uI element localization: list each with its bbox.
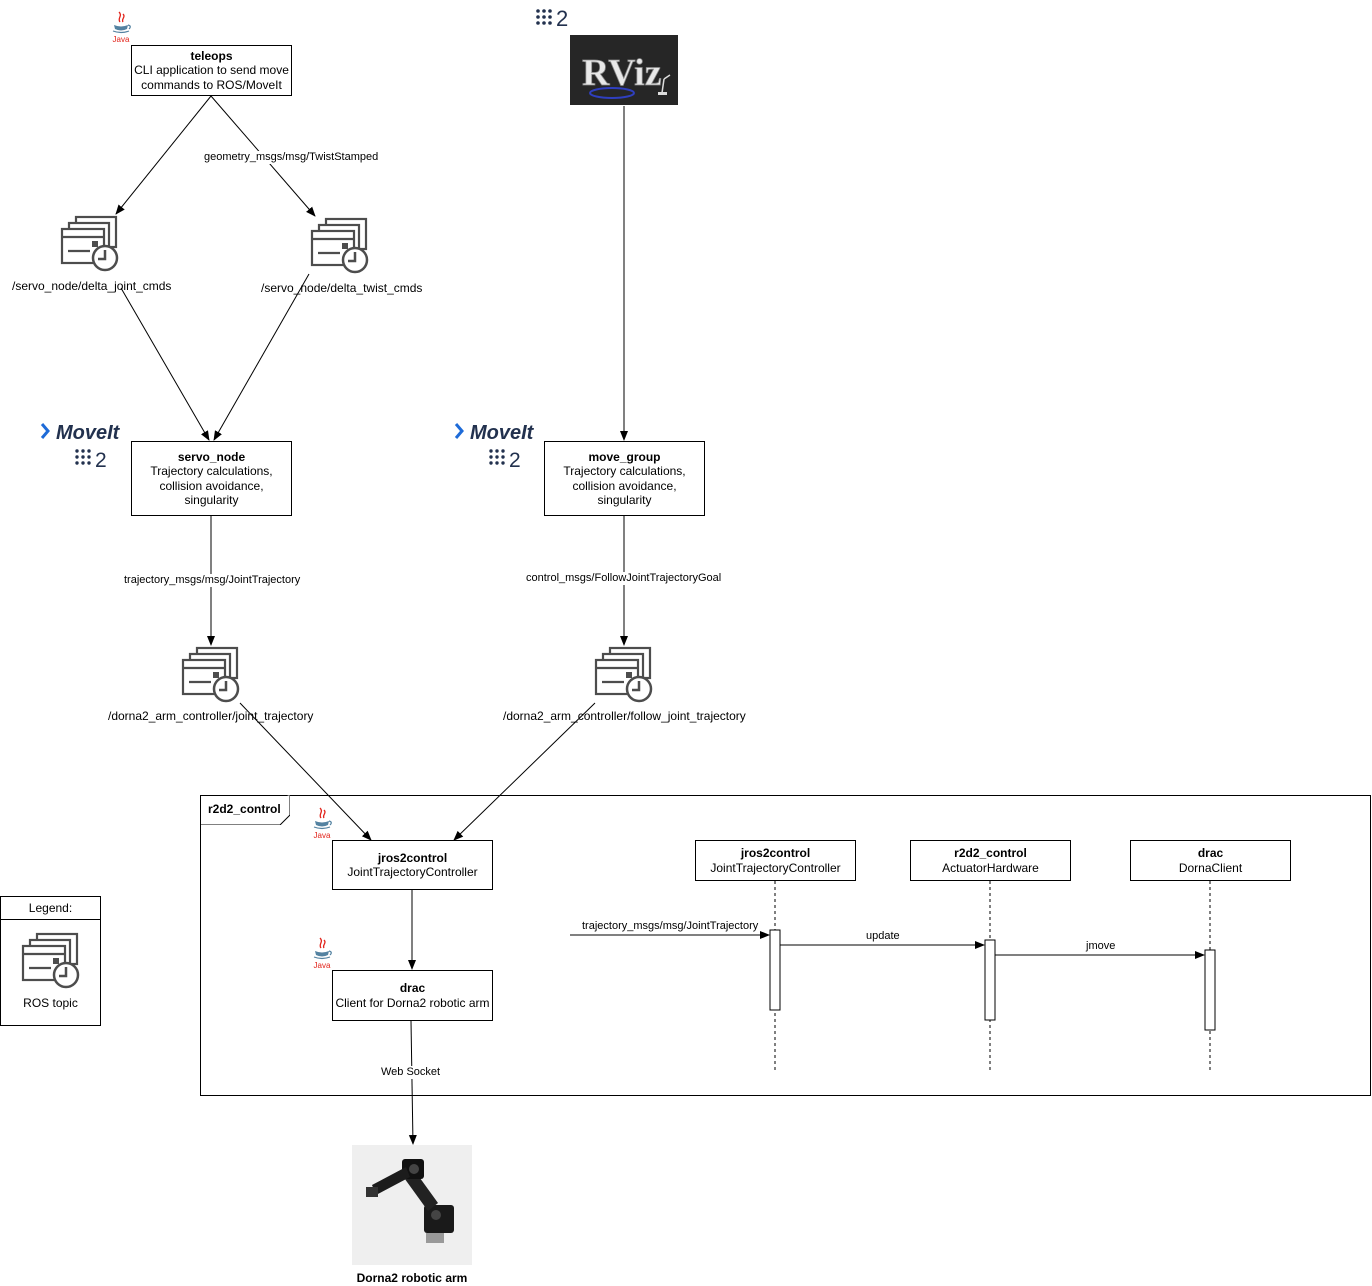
svg-text:MoveIt: MoveIt xyxy=(56,422,121,444)
frame-title: r2d2_control xyxy=(208,802,281,816)
svg-text:Java: Java xyxy=(314,961,331,970)
servo-node-desc-1: Trajectory calculations, xyxy=(150,464,273,478)
servo-node-desc-2: collision avoidance, xyxy=(159,478,264,493)
ros-topic-icon[interactable] xyxy=(60,214,120,272)
teleops-title: teleops xyxy=(190,48,233,63)
frame-tab xyxy=(200,795,290,825)
seq-participant-title: drac xyxy=(1197,846,1224,860)
teleops-desc-1: CLI application to send move xyxy=(134,63,289,78)
svg-text:MoveIt: MoveIt xyxy=(470,422,535,444)
ros-topic-icon[interactable] xyxy=(594,645,654,703)
edge-label-servo-traj: trajectory_msgs/msg/JointTrajectory xyxy=(124,574,301,587)
move-group-desc-2: collision avoidance, xyxy=(572,478,677,493)
java-logo-icon: Java xyxy=(113,11,131,44)
seq-participant-title: jros2control xyxy=(740,846,811,860)
servo-node[interactable]: servo_node Trajectory calculations, coll… xyxy=(131,441,292,516)
teleops-desc-2: commands to ROS/MoveIt xyxy=(141,77,282,92)
svg-text:2: 2 xyxy=(556,6,568,30)
seq-msg-jmove-label: jmove xyxy=(1086,940,1116,953)
drac-title: drac xyxy=(399,981,426,995)
activation-2 xyxy=(984,939,996,1021)
edge-label-twist: geometry_msgs/msg/TwistStamped xyxy=(204,151,379,164)
svg-text:2: 2 xyxy=(95,449,107,470)
r2d2-control-frame xyxy=(200,795,1371,1096)
edge-teleops-delta-joint xyxy=(115,95,212,215)
edge-follow-jros xyxy=(453,702,596,841)
ros-topic-icon[interactable] xyxy=(181,645,241,703)
java-logo-icon: Java xyxy=(314,807,332,840)
move-group-node[interactable]: move_group Trajectory calculations, coll… xyxy=(544,441,705,516)
seq-participant-jros2control[interactable]: jros2control JointTrajectoryController xyxy=(695,840,856,881)
move-group-desc-1: Trajectory calculations, xyxy=(563,464,686,478)
seq-participant-desc: DornaClient xyxy=(1178,860,1243,875)
svg-text:Java: Java xyxy=(113,35,130,44)
drac-node[interactable]: drac Client for Dorna2 robotic arm xyxy=(332,970,493,1021)
jros2control-node[interactable]: jros2control JointTrajectoryController xyxy=(332,840,493,890)
activation-1 xyxy=(769,929,781,1011)
moveit-logo-icon: MoveIt 2 xyxy=(40,422,121,470)
svg-text:2: 2 xyxy=(509,449,521,470)
seq-participant-r2d2-control[interactable]: r2d2_control ActuatorHardware xyxy=(910,840,1071,881)
ros2-logo-icon: 2 xyxy=(536,6,568,30)
rviz-logo-icon[interactable]: RViz xyxy=(570,35,678,105)
legend-item-label: ROS topic xyxy=(23,996,78,1010)
seq-participant-drac[interactable]: drac DornaClient xyxy=(1130,840,1291,881)
topic-delta-joint: /servo_node/delta_joint_cmds xyxy=(12,279,172,293)
edge-delta-joint-servo xyxy=(120,287,210,441)
legend-title: Legend: xyxy=(1,897,100,920)
seq-participant-desc: ActuatorHardware xyxy=(942,860,1039,875)
servo-node-desc-3: singularity xyxy=(184,493,239,507)
seq-msg-incoming-label: trajectory_msgs/msg/JointTrajectory xyxy=(582,920,759,933)
edge-joint-trajectory-jros xyxy=(239,702,372,841)
topic-follow-joint-trajectory: /dorna2_arm_controller/follow_joint_traj… xyxy=(503,709,746,723)
ros-topic-icon xyxy=(21,931,81,989)
svg-text:RViz: RViz xyxy=(582,52,662,94)
move-group-desc-3: singularity xyxy=(597,493,652,507)
robot-arm-image xyxy=(352,1145,472,1265)
jros2control-title: jros2control xyxy=(377,850,448,865)
seq-msg-update-label: update xyxy=(866,930,900,943)
robot-caption: Dorna2 robotic arm xyxy=(356,1271,468,1285)
move-group-title: move_group xyxy=(588,449,661,464)
teleops-node[interactable]: teleops CLI application to send move com… xyxy=(131,45,292,96)
topic-delta-twist: /servo_node/delta_twist_cmds xyxy=(261,281,423,295)
jros2control-desc: JointTrajectoryController xyxy=(347,865,478,879)
topic-joint-trajectory: /dorna2_arm_controller/joint_trajectory xyxy=(108,709,314,723)
edge-delta-twist-servo xyxy=(213,273,310,441)
servo-node-title: servo_node xyxy=(177,449,246,464)
edge-label-websocket: Web Socket xyxy=(381,1066,441,1079)
legend: Legend: ROS topic xyxy=(0,896,101,1026)
seq-participant-desc: JointTrajectoryController xyxy=(710,860,841,875)
moveit-logo-icon: MoveIt 2 xyxy=(454,422,535,470)
activation-3 xyxy=(1204,949,1216,1031)
svg-text:Java: Java xyxy=(314,831,331,840)
seq-participant-title: r2d2_control xyxy=(954,846,1027,860)
edge-drac-robot xyxy=(408,1020,417,1145)
drac-desc: Client for Dorna2 robotic arm xyxy=(335,995,490,1010)
java-logo-icon: Java xyxy=(314,937,332,970)
ros-topic-icon[interactable] xyxy=(310,216,370,274)
edge-label-follow-goal: control_msgs/FollowJointTrajectoryGoal xyxy=(526,572,722,585)
